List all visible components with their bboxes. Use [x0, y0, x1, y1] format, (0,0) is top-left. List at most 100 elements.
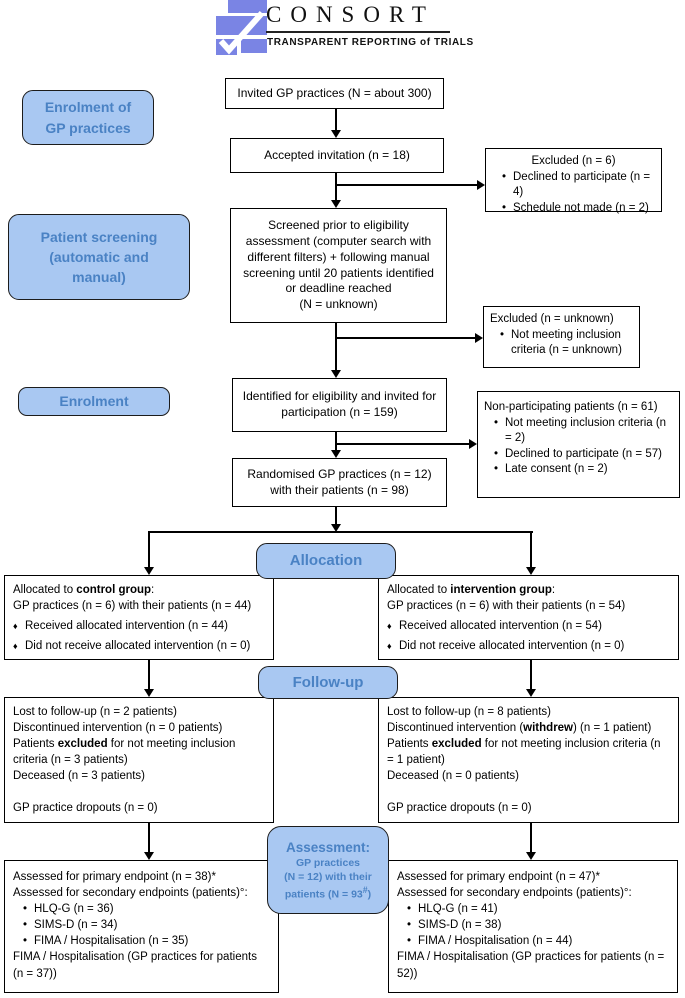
arrow-down-icon — [331, 450, 341, 458]
bullet-icon: • — [407, 903, 412, 916]
connector-line — [148, 531, 533, 533]
accepted-box: Accepted invitation (n = 18) — [230, 138, 444, 173]
allocated-line: Allocated to control group: — [13, 584, 155, 596]
assessed-footer: FIMA / Hospitalisation (GP practices for… — [397, 951, 665, 980]
connector-line — [530, 531, 532, 567]
excluded-box-1: Excluded (n = 6) •Declined to participat… — [485, 148, 662, 214]
excluded-box-2: Excluded (n = unknown) •Not meeting incl… — [483, 306, 640, 368]
followup-line: Discontinued intervention (n = 0 patient… — [13, 722, 223, 735]
list-item: •Not meeting inclusion criteria (n = unk… — [490, 328, 633, 359]
identified-box: Identified for eligibility and invited f… — [232, 378, 447, 432]
stage-patient-screening: Patient screening (automatic and manual) — [8, 214, 190, 300]
list-item: •Schedule not made (n = 2) — [492, 201, 655, 217]
followup-right-box: Lost to follow-up (n = 8 patients) Disco… — [378, 697, 679, 823]
list-item: ♦Did not receive allocated intervention … — [387, 638, 670, 654]
connector-line — [148, 823, 150, 852]
arrow-right-icon — [469, 439, 477, 449]
list-item: •Not meeting inclusion criteria (n = 2) — [484, 416, 673, 447]
intervention-group-box: Allocated to intervention group: GP prac… — [378, 575, 679, 660]
bullet-icon: • — [407, 935, 412, 948]
bullet-icon: • — [23, 919, 28, 932]
spacer — [13, 784, 265, 800]
excluded-title: Excluded (n = 6) — [531, 155, 616, 167]
arrow-down-icon — [526, 852, 536, 860]
arrow-right-icon — [475, 333, 483, 343]
non-participating-box: Non-participating patients (n = 61) •Not… — [477, 391, 680, 498]
diamond-bullet-icon: ♦ — [387, 641, 392, 652]
assessed-line: Assessed for primary endpoint (n = 47)* — [397, 871, 600, 883]
connector-line — [148, 660, 150, 689]
arrow-down-icon — [144, 567, 154, 575]
assessed-line: Assessed for secondary endpoints (patien… — [13, 887, 248, 900]
bullet-icon: • — [500, 328, 505, 341]
followup-left-box: Lost to follow-up (n = 2 patients) Disco… — [4, 697, 274, 823]
list-item: •SIMS-D (n = 34) — [13, 917, 270, 933]
arrow-down-icon — [144, 689, 154, 697]
bullet-icon: • — [502, 201, 507, 214]
arrow-down-icon — [331, 524, 341, 532]
list-item: •Declined to participate (n = 57) — [484, 447, 673, 463]
connector-line — [335, 173, 337, 201]
logo-subtitle: TRANSPARENT REPORTING of TRIALS — [267, 37, 474, 48]
control-group-box: Allocated to control group: GP practices… — [4, 575, 274, 660]
assessment-title: Assessment: — [285, 839, 371, 855]
connector-line — [336, 337, 475, 339]
non-participating-title: Non-participating patients (n = 61) — [484, 401, 658, 413]
connector-line — [336, 184, 478, 186]
assessed-right-box: Assessed for primary endpoint (n = 47)* … — [388, 860, 678, 993]
connector-line — [335, 432, 337, 450]
arrow-right-icon — [477, 180, 485, 190]
list-item: •HLQ-G (n = 41) — [397, 901, 669, 917]
consort-logo-icon — [216, 0, 267, 55]
list-item: •HLQ-G (n = 36) — [13, 901, 270, 917]
invited-box: Invited GP practices (N = about 300) — [225, 78, 444, 109]
bullet-icon: • — [407, 919, 412, 932]
followup-line: GP practice dropouts (n = 0) — [387, 802, 532, 815]
connector-line — [335, 323, 337, 370]
connector-line — [335, 507, 337, 524]
followup-line: GP practice dropouts (n = 0) — [13, 802, 158, 815]
list-item: •Late consent (n = 2) — [484, 462, 673, 478]
stage-enrolment: Enrolment — [18, 387, 170, 416]
logo-title: CONSORT — [266, 2, 450, 33]
followup-line: Deceased (n = 3 patients) — [13, 770, 146, 783]
connector-line — [530, 823, 532, 852]
followup-line: Patients excluded for not meeting inclus… — [387, 738, 661, 767]
assessed-left-box: Assessed for primary endpoint (n = 38)* … — [4, 860, 279, 993]
allocated-counts: GP practices (n = 6) with their patients… — [13, 600, 252, 613]
connector-line — [148, 531, 150, 567]
stage-enrolment-gp-practices: Enrolment of GP practices — [22, 90, 154, 145]
followup-line: Lost to follow-up (n = 8 patients) — [387, 706, 551, 718]
arrow-down-icon — [144, 852, 154, 860]
diamond-bullet-icon: ♦ — [13, 641, 18, 652]
diamond-bullet-icon: ♦ — [13, 621, 18, 632]
assessed-footer: FIMA / Hospitalisation (GP practices for… — [13, 951, 257, 980]
screened-box: Screened prior to eligibility assessment… — [230, 208, 447, 323]
list-item: ♦Received allocated intervention (n = 44… — [13, 618, 265, 634]
list-item: ♦Received allocated intervention (n = 54… — [387, 618, 670, 634]
stage-allocation: Allocation — [256, 543, 396, 579]
followup-line: Patients excluded for not meeting inclus… — [13, 738, 236, 767]
excluded-title: Excluded (n = unknown) — [490, 313, 614, 325]
connector-line — [530, 660, 532, 689]
stage-assessment: Assessment: GP practices (N = 12) with t… — [267, 826, 389, 914]
list-item: •FIMA / Hospitalisation (n = 44) — [397, 933, 669, 949]
assessed-line: Assessed for secondary endpoints (patien… — [397, 887, 632, 900]
assessment-line: GP practices — [295, 857, 360, 870]
bullet-icon: • — [23, 935, 28, 948]
assessed-line: Assessed for primary endpoint (n = 38)* — [13, 871, 216, 883]
stage-followup: Follow-up — [258, 666, 398, 699]
connector-line — [336, 443, 469, 445]
allocated-counts: GP practices (n = 6) with their patients… — [387, 600, 626, 613]
list-item: ♦Did not receive allocated intervention … — [13, 638, 265, 654]
list-item: •FIMA / Hospitalisation (n = 35) — [13, 933, 270, 949]
randomised-box: Randomised GP practices (n = 12) with th… — [232, 458, 447, 507]
allocated-line: Allocated to intervention group: — [387, 584, 556, 596]
arrow-down-icon — [331, 130, 341, 138]
spacer — [387, 784, 670, 800]
arrow-down-icon — [526, 567, 536, 575]
list-item: •Declined to participate (n = 4) — [492, 170, 655, 201]
bullet-icon: • — [494, 447, 499, 460]
followup-line: Lost to follow-up (n = 2 patients) — [13, 706, 177, 718]
